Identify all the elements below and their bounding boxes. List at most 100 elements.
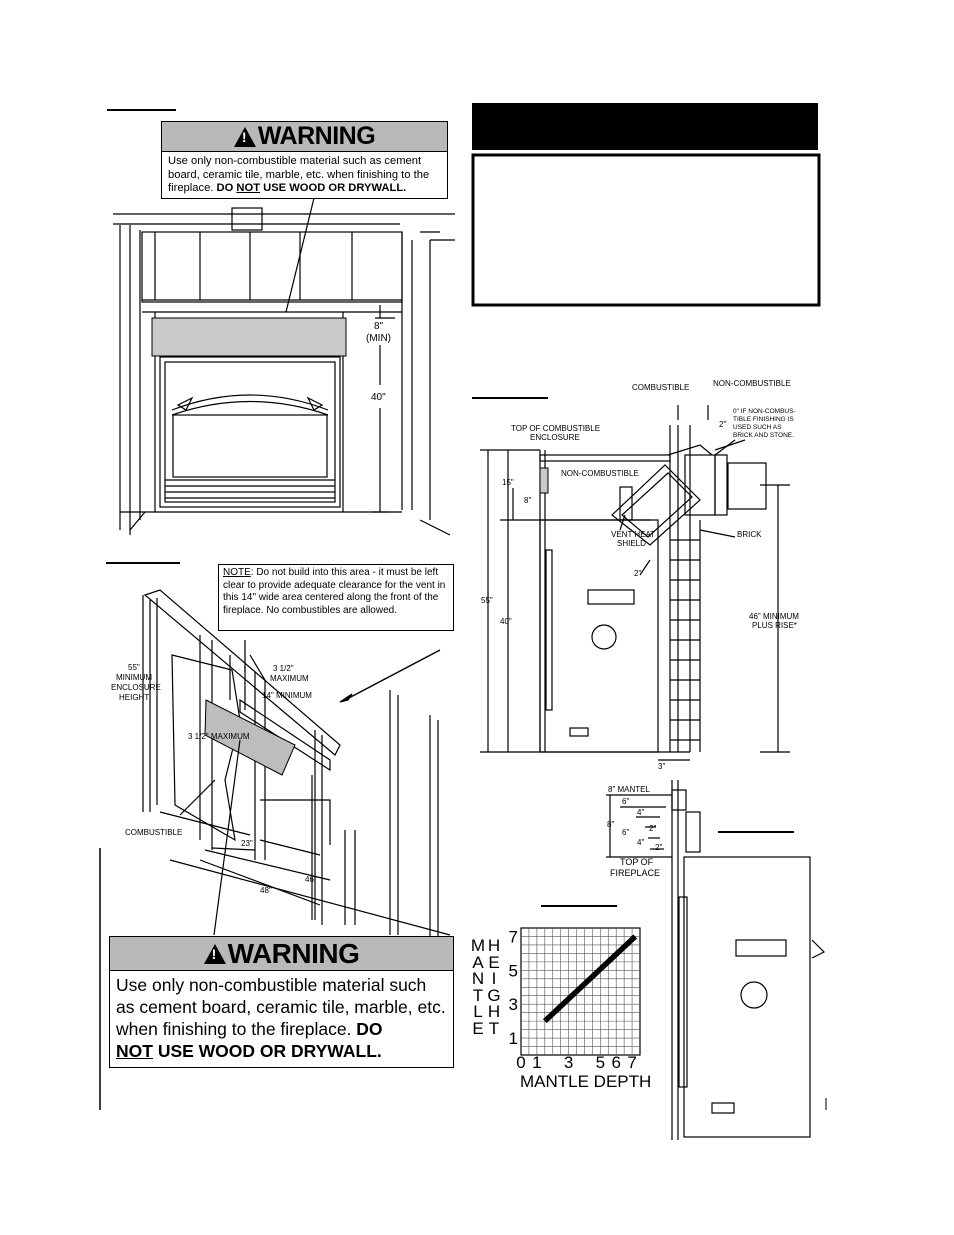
- fig2-dim-46: 46": [305, 875, 317, 884]
- chart-letter: T: [472, 985, 484, 1005]
- fig2-framing: [143, 589, 451, 940]
- chart-letter: E: [472, 1018, 484, 1038]
- fig2-combustible: COMBUSTIBLE: [125, 828, 183, 837]
- fig3-zero-note-3: USED SUCH AS: [733, 424, 782, 431]
- chart-xtick-label: 7: [627, 1053, 636, 1072]
- fig2-note-box: NOTE: Do not build into this area - it m…: [218, 564, 454, 631]
- mantel-4a: 4": [637, 808, 645, 817]
- fig2-noncombustible-panel: [204, 699, 296, 776]
- chart-letter: T: [488, 1018, 500, 1038]
- fig3-min-46-2: PLUS RISE*: [752, 621, 797, 630]
- fig3-vent-pipe: [611, 444, 767, 546]
- chart-letter: M: [470, 936, 486, 955]
- fig2-3half-top: 3 1/2": [273, 664, 294, 673]
- chart-series: [542, 934, 638, 1024]
- fig1-dimensions: [372, 305, 395, 513]
- chart-xtick-label: 6: [611, 1053, 620, 1072]
- fig3-brick: BRICK: [737, 530, 762, 539]
- fig3-enclosure: [480, 449, 690, 753]
- fig2-14-min: 14" MINIMUM: [262, 691, 312, 700]
- warning-box-bottom: WARNING Use only non-combustible materia…: [109, 936, 454, 1068]
- chart-xtick-label: 1: [532, 1053, 541, 1072]
- fig4-fireplace-side: [678, 856, 826, 1138]
- fig3-combustible: COMBUSTIBLE: [632, 383, 690, 392]
- mantel-detail: [606, 780, 701, 1140]
- fig3-dim-55: 55": [481, 596, 493, 605]
- chart-ytick-label: 5: [509, 961, 518, 980]
- warning-text: Use only non-combustible material such a…: [116, 975, 446, 1061]
- chart-xtick-label: 0: [516, 1053, 525, 1072]
- warning-title: WARNING: [257, 122, 376, 150]
- chart-ytick-label: 3: [509, 995, 518, 1014]
- fig3-dim-3: 3": [658, 762, 666, 771]
- fig3-dim-8: 8": [524, 496, 532, 505]
- warning-header: WARNING: [110, 937, 453, 971]
- fig3-non-combustible: NON-COMBUSTIBLE: [713, 379, 791, 388]
- chart-letter: I: [491, 969, 497, 988]
- chart-letter: A: [472, 952, 484, 972]
- mantel-8: 8" MANTEL: [608, 785, 650, 794]
- fig3-dim-15: 15": [502, 478, 514, 487]
- fig3-vent-heat-2: SHIELD: [617, 539, 646, 548]
- fig3-dimensions: [487, 439, 790, 761]
- caution-box: [471, 153, 821, 307]
- warning-box-top: WARNING Use only non-combustible materia…: [161, 121, 448, 199]
- fig3-brick-wall: [669, 405, 709, 752]
- fig1-leader-line: [285, 189, 317, 313]
- mantel-d8: 8": [607, 820, 615, 829]
- chart-letter: G: [487, 985, 501, 1005]
- fig2-height: HEIGHT: [119, 693, 150, 702]
- warning-triangle-icon: [203, 943, 226, 964]
- fig2-dimensions: [142, 595, 441, 936]
- fig1-dim-40: 40": [371, 392, 386, 403]
- fig3-top-enclosure-1: TOP OF COMBUSTIBLE: [511, 424, 601, 433]
- fig3-zero-note-1: 0" IF NON-COMBUS-: [733, 408, 796, 415]
- mantel-6b: 6": [622, 828, 630, 837]
- mantel-top-of: TOP OF: [620, 857, 654, 867]
- fig2-enclosure: ENCLOSURE: [111, 683, 161, 692]
- fig1-dim-min: (MIN): [366, 333, 391, 344]
- chart-letter: N: [471, 969, 485, 988]
- fig3-vent-heat-1: VENT HEAT: [611, 530, 656, 539]
- fig3-zero-note-2: TIBLE FINISHING IS: [733, 416, 794, 423]
- fig1-firebox: [151, 317, 347, 508]
- fig2-maximum: MAXIMUM: [270, 674, 309, 683]
- mantel-2a: 2": [649, 824, 657, 833]
- warning-triangle-icon: [233, 126, 256, 147]
- chart-ytick-label: 7: [509, 927, 518, 946]
- fig2-3half-max: 3 1/2" MAXIMUM: [188, 732, 250, 741]
- mantel-6a: 6": [622, 797, 630, 806]
- chart-xtick-label: 3: [564, 1053, 573, 1072]
- mantel-4b: 4": [637, 838, 645, 847]
- chart-xtick-label: 5: [596, 1053, 605, 1072]
- chart-frame: [520, 927, 641, 1056]
- warning-text: Use only non-combustible material such a…: [168, 155, 430, 194]
- chart-letter: H: [487, 936, 501, 955]
- chart-ytick-label: 1: [509, 1029, 518, 1048]
- fig3-dim-40: 40": [500, 617, 512, 626]
- chart-letter: H: [487, 1002, 501, 1021]
- fig3-dim-2: 2": [719, 420, 727, 429]
- fig2-dim-55: 55": [128, 663, 140, 672]
- fig1-dim-8: 8": [374, 321, 384, 332]
- mantel-fireplace: FIREPLACE: [610, 868, 661, 878]
- fig2-dim-48: 48": [260, 886, 272, 895]
- section-header-bar: [472, 103, 818, 150]
- warning-header: WARNING: [162, 122, 447, 152]
- fig2-dim-23: 23": [241, 839, 253, 848]
- fig3-min-46-1: 46" MINIMUM: [749, 612, 799, 621]
- mantel-2b: 2": [655, 843, 663, 852]
- fig3-non-comb-inner: NON-COMBUSTIBLE: [561, 469, 639, 478]
- chart-letter: L: [473, 1002, 483, 1021]
- fig3-top-enclosure-2: ENCLOSURE: [530, 433, 580, 442]
- fig3-dim-2b: 2": [634, 569, 642, 578]
- fig2-combustible-panel: [171, 654, 241, 842]
- chart-series-line: [542, 934, 638, 1024]
- warning-title: WARNING: [227, 937, 360, 969]
- fig2-minimum: MINIMUM: [116, 673, 152, 682]
- fig3-zero-note-4: BRICK AND STONE.: [733, 432, 794, 439]
